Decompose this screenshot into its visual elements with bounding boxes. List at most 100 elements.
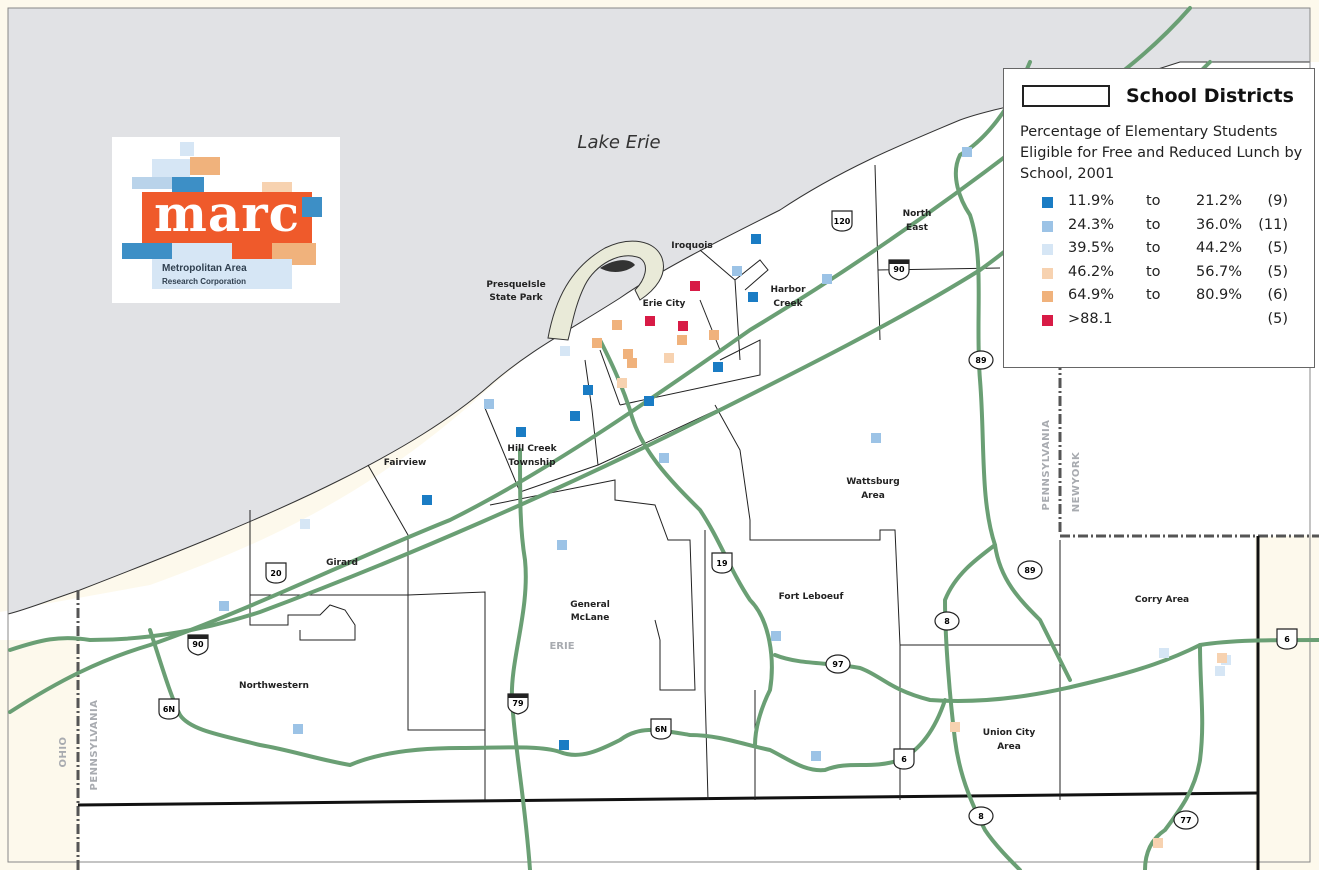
route-shield: 6N (650, 718, 672, 740)
legend-low: 39.5% (1068, 240, 1115, 257)
legend-to: to (1146, 263, 1161, 280)
school-marker (617, 378, 627, 388)
route-shield: 97 (825, 654, 851, 674)
route-shield: 120 (831, 210, 853, 232)
route-shield-number: 79 (512, 699, 524, 708)
route-shield: 19 (711, 552, 733, 574)
school-marker (293, 724, 303, 734)
school-marker (1217, 653, 1227, 663)
school-marker (516, 427, 526, 437)
state-label-new-york: NEWYORK (1071, 451, 1082, 512)
district-label: Iroquois (671, 241, 712, 251)
school-marker (811, 751, 821, 761)
route-shield: 8 (968, 806, 994, 826)
school-marker (678, 321, 688, 331)
school-marker (751, 234, 761, 244)
school-marker (422, 495, 432, 505)
route-shield-number: 6 (901, 755, 907, 764)
school-marker (732, 266, 742, 276)
district-label: Fairview (384, 458, 427, 468)
school-marker (950, 722, 960, 732)
legend-count: (5) (1267, 311, 1288, 327)
legend-low: 64.9% (1068, 287, 1115, 304)
logo-line-1: Metropolitan Area (162, 263, 247, 274)
school-marker (1159, 648, 1169, 658)
legend-count: (5) (1267, 240, 1288, 257)
route-shields: 120 90 89 20 19 89 8 97 6 90 6N 79 6N 6 8 77 (158, 210, 1298, 830)
school-marker (771, 631, 781, 641)
legend-class-row: >88.1(5) (1040, 311, 1310, 333)
route-shield-number: 89 (1024, 566, 1036, 575)
school-marker (645, 316, 655, 326)
county-label: ERIE (549, 641, 574, 652)
school-marker (570, 411, 580, 421)
county-south-line (77, 791, 1259, 807)
legend-count: (11) (1258, 216, 1288, 233)
legend-to: to (1146, 287, 1161, 304)
route-shield-number: 97 (832, 660, 843, 669)
legend-swatch (1042, 220, 1053, 232)
school-marker (623, 349, 633, 359)
logo-wordmark: marc (153, 184, 301, 243)
school-marker (748, 292, 758, 302)
legend-low: 11.9% (1068, 193, 1115, 209)
legend-swatch (1042, 315, 1053, 326)
district-label: Girard (326, 558, 358, 568)
district-boundary-swatch (1022, 85, 1110, 107)
route-shield: 6 (893, 748, 915, 770)
route-shield-number: 77 (1180, 816, 1191, 825)
route-shield: 6 (1276, 628, 1298, 650)
route-shield-number: 8 (978, 812, 984, 821)
route-shield-number: 89 (975, 356, 987, 365)
school-marker (664, 353, 674, 363)
district-label: Northwestern (239, 681, 309, 691)
legend-swatch (1042, 291, 1053, 303)
school-marker (659, 453, 669, 463)
school-marker (871, 433, 881, 443)
route-shield: 79 (507, 693, 529, 715)
route-shield: 6N (158, 698, 180, 720)
district-label: Corry Area (1135, 595, 1189, 605)
school-marker (1153, 838, 1163, 848)
legend-high: 36.0% (1196, 216, 1243, 233)
marc-logo: marc Metropolitan Area Research Corporat… (112, 137, 340, 303)
school-marker (219, 601, 229, 611)
legend-swatch (1042, 197, 1053, 208)
legend-high: 80.9% (1196, 287, 1243, 304)
route-shield-number: 20 (270, 569, 282, 578)
route-shield: 89 (1017, 560, 1043, 580)
school-marker (300, 519, 310, 529)
school-marker (713, 362, 723, 372)
legend-to: to (1146, 216, 1161, 233)
school-marker (592, 338, 602, 348)
state-label-ohio: OHIO (58, 736, 69, 767)
legend-high: 56.7% (1196, 263, 1243, 280)
district-label: Fort Leboeuf (779, 592, 844, 602)
route-shield-number: 19 (716, 559, 728, 568)
route-shield-number: 90 (192, 640, 204, 649)
route-shield: 90 (187, 634, 209, 656)
route-shield: 20 (265, 562, 287, 584)
route-shield-number: 8 (944, 617, 950, 626)
route-shield: 90 (888, 259, 910, 281)
map-frame (7, 7, 1311, 863)
route-shield-number: 90 (893, 265, 905, 274)
district-boundaries (249, 164, 1061, 801)
district-label: Erie City (643, 299, 686, 309)
school-marker (1215, 666, 1225, 676)
school-marker (690, 281, 700, 291)
school-marker (583, 385, 593, 395)
legend-description: Percentage of Elementary Students Eligib… (1020, 124, 1303, 182)
legend-high: 21.2% (1196, 193, 1243, 209)
